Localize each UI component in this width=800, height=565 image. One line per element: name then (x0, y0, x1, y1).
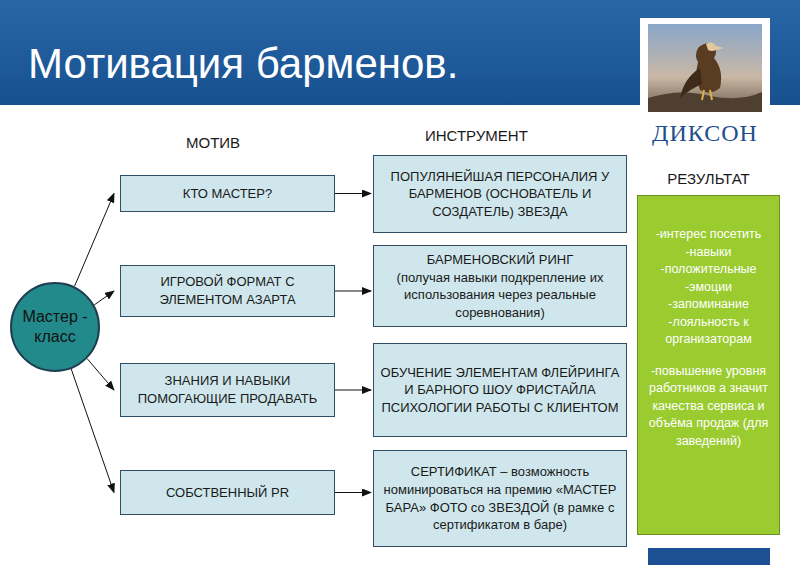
result-text: -повышение уровня работников а значит ка… (644, 363, 773, 451)
connector-arrow (74, 194, 114, 287)
box-text: ПОПУЛЯНЕЙШАЯ ПЕРСОНАЛИЯ У БАРМЕНОВ (ОСНО… (380, 168, 620, 221)
box-text: ИГРОВОЙ ФОРМАТ С ЭЛЕМЕНТОМ АЗАРТА (127, 273, 328, 308)
column-heading: ИНСТРУМЕНТ (425, 127, 528, 144)
column-heading: МОТИВ (186, 134, 240, 151)
box-note: (получая навыки подкрепление их использо… (380, 269, 620, 322)
connector-arrow (335, 390, 371, 391)
box-text: БАРМЕНОВСКИЙ РИНГ (427, 251, 573, 269)
connector-arrow (94, 291, 114, 305)
connector-arrow (71, 369, 114, 493)
box-text: Мастер - класс (18, 307, 92, 347)
tool-box: ОБУЧЕНИЕ ЭЛЕМЕНТАМ ФЛЕЙРИНГА И БАРНОГО Ш… (373, 343, 627, 437)
result-panel: РЕЗУЛЬТАТ -интерес посетить -навыки -поло… (637, 170, 780, 535)
connector-arrow (335, 291, 371, 292)
start-circle: Мастер - класс (10, 282, 100, 372)
result-text: -интерес посетить -навыки -положительные… (644, 226, 773, 349)
connector-arrow (335, 193, 371, 194)
box-text: КТО МАСТЕР? (183, 185, 272, 203)
logo-picture (640, 18, 770, 118)
connector-arrow (335, 492, 371, 493)
box-text: ОБУЧЕНИЕ ЭЛЕМЕНТАМ ФЛЕЙРИНГА И БАРНОГО Ш… (380, 364, 620, 417)
page-title: Мотивация барменов. (28, 40, 458, 88)
corner-bar (648, 548, 770, 565)
box-text: СЕРТИФИКАТ – возможность номинироваться … (380, 463, 620, 533)
logo-text: ДИКСОН (640, 120, 770, 147)
motive-box: ЗНАНИЯ И НАВЫКИ ПОМОГАЮЩИЕ ПРОДАВАТЬ (120, 363, 335, 417)
box-text: ЗНАНИЯ И НАВЫКИ ПОМОГАЮЩИЕ ПРОДАВАТЬ (127, 372, 328, 407)
motive-box: СОБСТВЕННЫЙ PR (120, 470, 335, 515)
tool-box: БАРМЕНОВСКИЙ РИНГ(получая навыки подкреп… (373, 245, 627, 327)
panel-heading: РЕЗУЛЬТАТ (667, 170, 749, 187)
result-ground: -интерес посетить -навыки -положительные… (637, 195, 780, 535)
tool-box: ПОПУЛЯНЕЙШАЯ ПЕРСОНАЛИЯ У БАРМЕНОВ (ОСНО… (373, 155, 627, 233)
connector-arrow (87, 359, 114, 390)
box-text: СОБСТВЕННЫЙ PR (166, 484, 289, 502)
motive-box: КТО МАСТЕР? (120, 175, 335, 212)
tool-box: СЕРТИФИКАТ – возможность номинироваться … (373, 450, 627, 547)
motive-box: ИГРОВОЙ ФОРМАТ С ЭЛЕМЕНТОМ АЗАРТА (120, 265, 335, 317)
